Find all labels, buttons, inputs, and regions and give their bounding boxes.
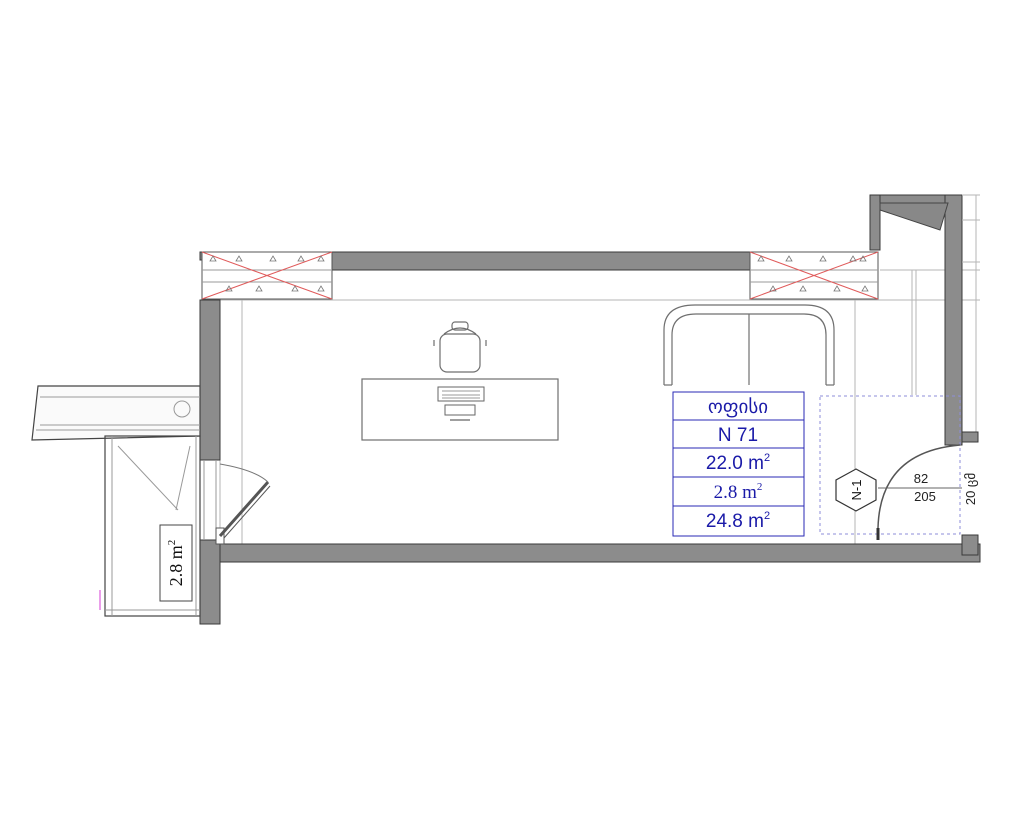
door-width-label: 82 xyxy=(914,471,928,486)
desk xyxy=(361,378,559,441)
balcony-area-label: 2.8 m2 xyxy=(166,540,186,587)
entrance-door xyxy=(876,444,962,540)
entry-zone xyxy=(819,395,961,535)
door-tag-label: N-1 xyxy=(849,480,864,501)
balcony: 2.8 m2 xyxy=(31,385,201,617)
window-left xyxy=(201,251,333,300)
room-area-total: 24.8 m2 xyxy=(706,510,770,532)
door-height-label: 205 xyxy=(914,489,936,504)
door-tag: N-1 xyxy=(835,468,877,512)
keyboard xyxy=(437,386,485,402)
wall-thickness-label: 20 ცმ xyxy=(963,473,979,505)
window-right xyxy=(749,251,879,300)
room-name: ოფისი xyxy=(708,397,768,418)
monitor xyxy=(444,404,476,416)
room-area-main: 22.0 m2 xyxy=(706,452,770,474)
door-dimensions: 82 205 20 ცმ xyxy=(914,471,979,505)
guide-lines xyxy=(200,269,980,560)
left-wall xyxy=(199,299,221,625)
room-area-balcony: 2.8 m2 xyxy=(714,481,763,503)
sofa xyxy=(663,304,835,386)
top-wall xyxy=(199,251,879,300)
left-door xyxy=(215,463,271,545)
room-label-table: ოფისი N 71 22.0 m2 2.8 m2 24.8 m2 xyxy=(672,391,805,537)
office-chair xyxy=(433,321,487,373)
room-number: N 71 xyxy=(718,425,758,446)
bottom-wall xyxy=(199,534,981,563)
upper-right-structure xyxy=(869,194,980,446)
